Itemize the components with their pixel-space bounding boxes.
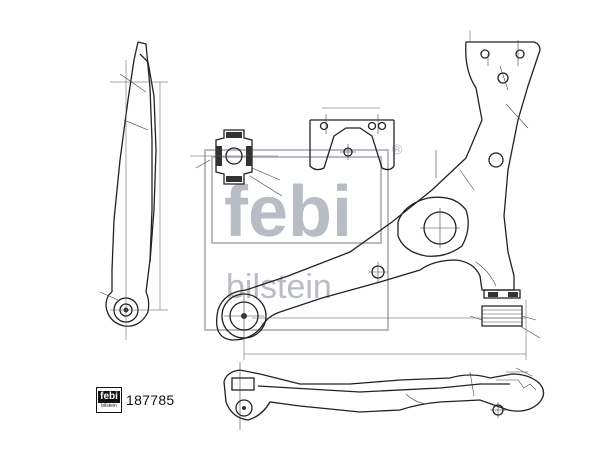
watermark-wordmark: febi (224, 172, 352, 252)
bottom-view (223, 362, 545, 430)
logo-subline: bilstein (101, 402, 117, 409)
front-view (215, 30, 541, 360)
watermark-subline: bilstein (226, 268, 332, 306)
part-label: febi bilstein 187785 (96, 386, 175, 414)
bushing-section (190, 129, 283, 197)
logo-wordmark: febi (98, 390, 120, 403)
febi-logo-icon: febi bilstein (96, 387, 122, 413)
febi-watermark: febi bilstein ® (204, 141, 403, 331)
part-number: 187785 (126, 392, 175, 408)
watermark-registered: ® (392, 141, 403, 157)
mount-detail (309, 107, 395, 171)
side-view (99, 41, 168, 340)
